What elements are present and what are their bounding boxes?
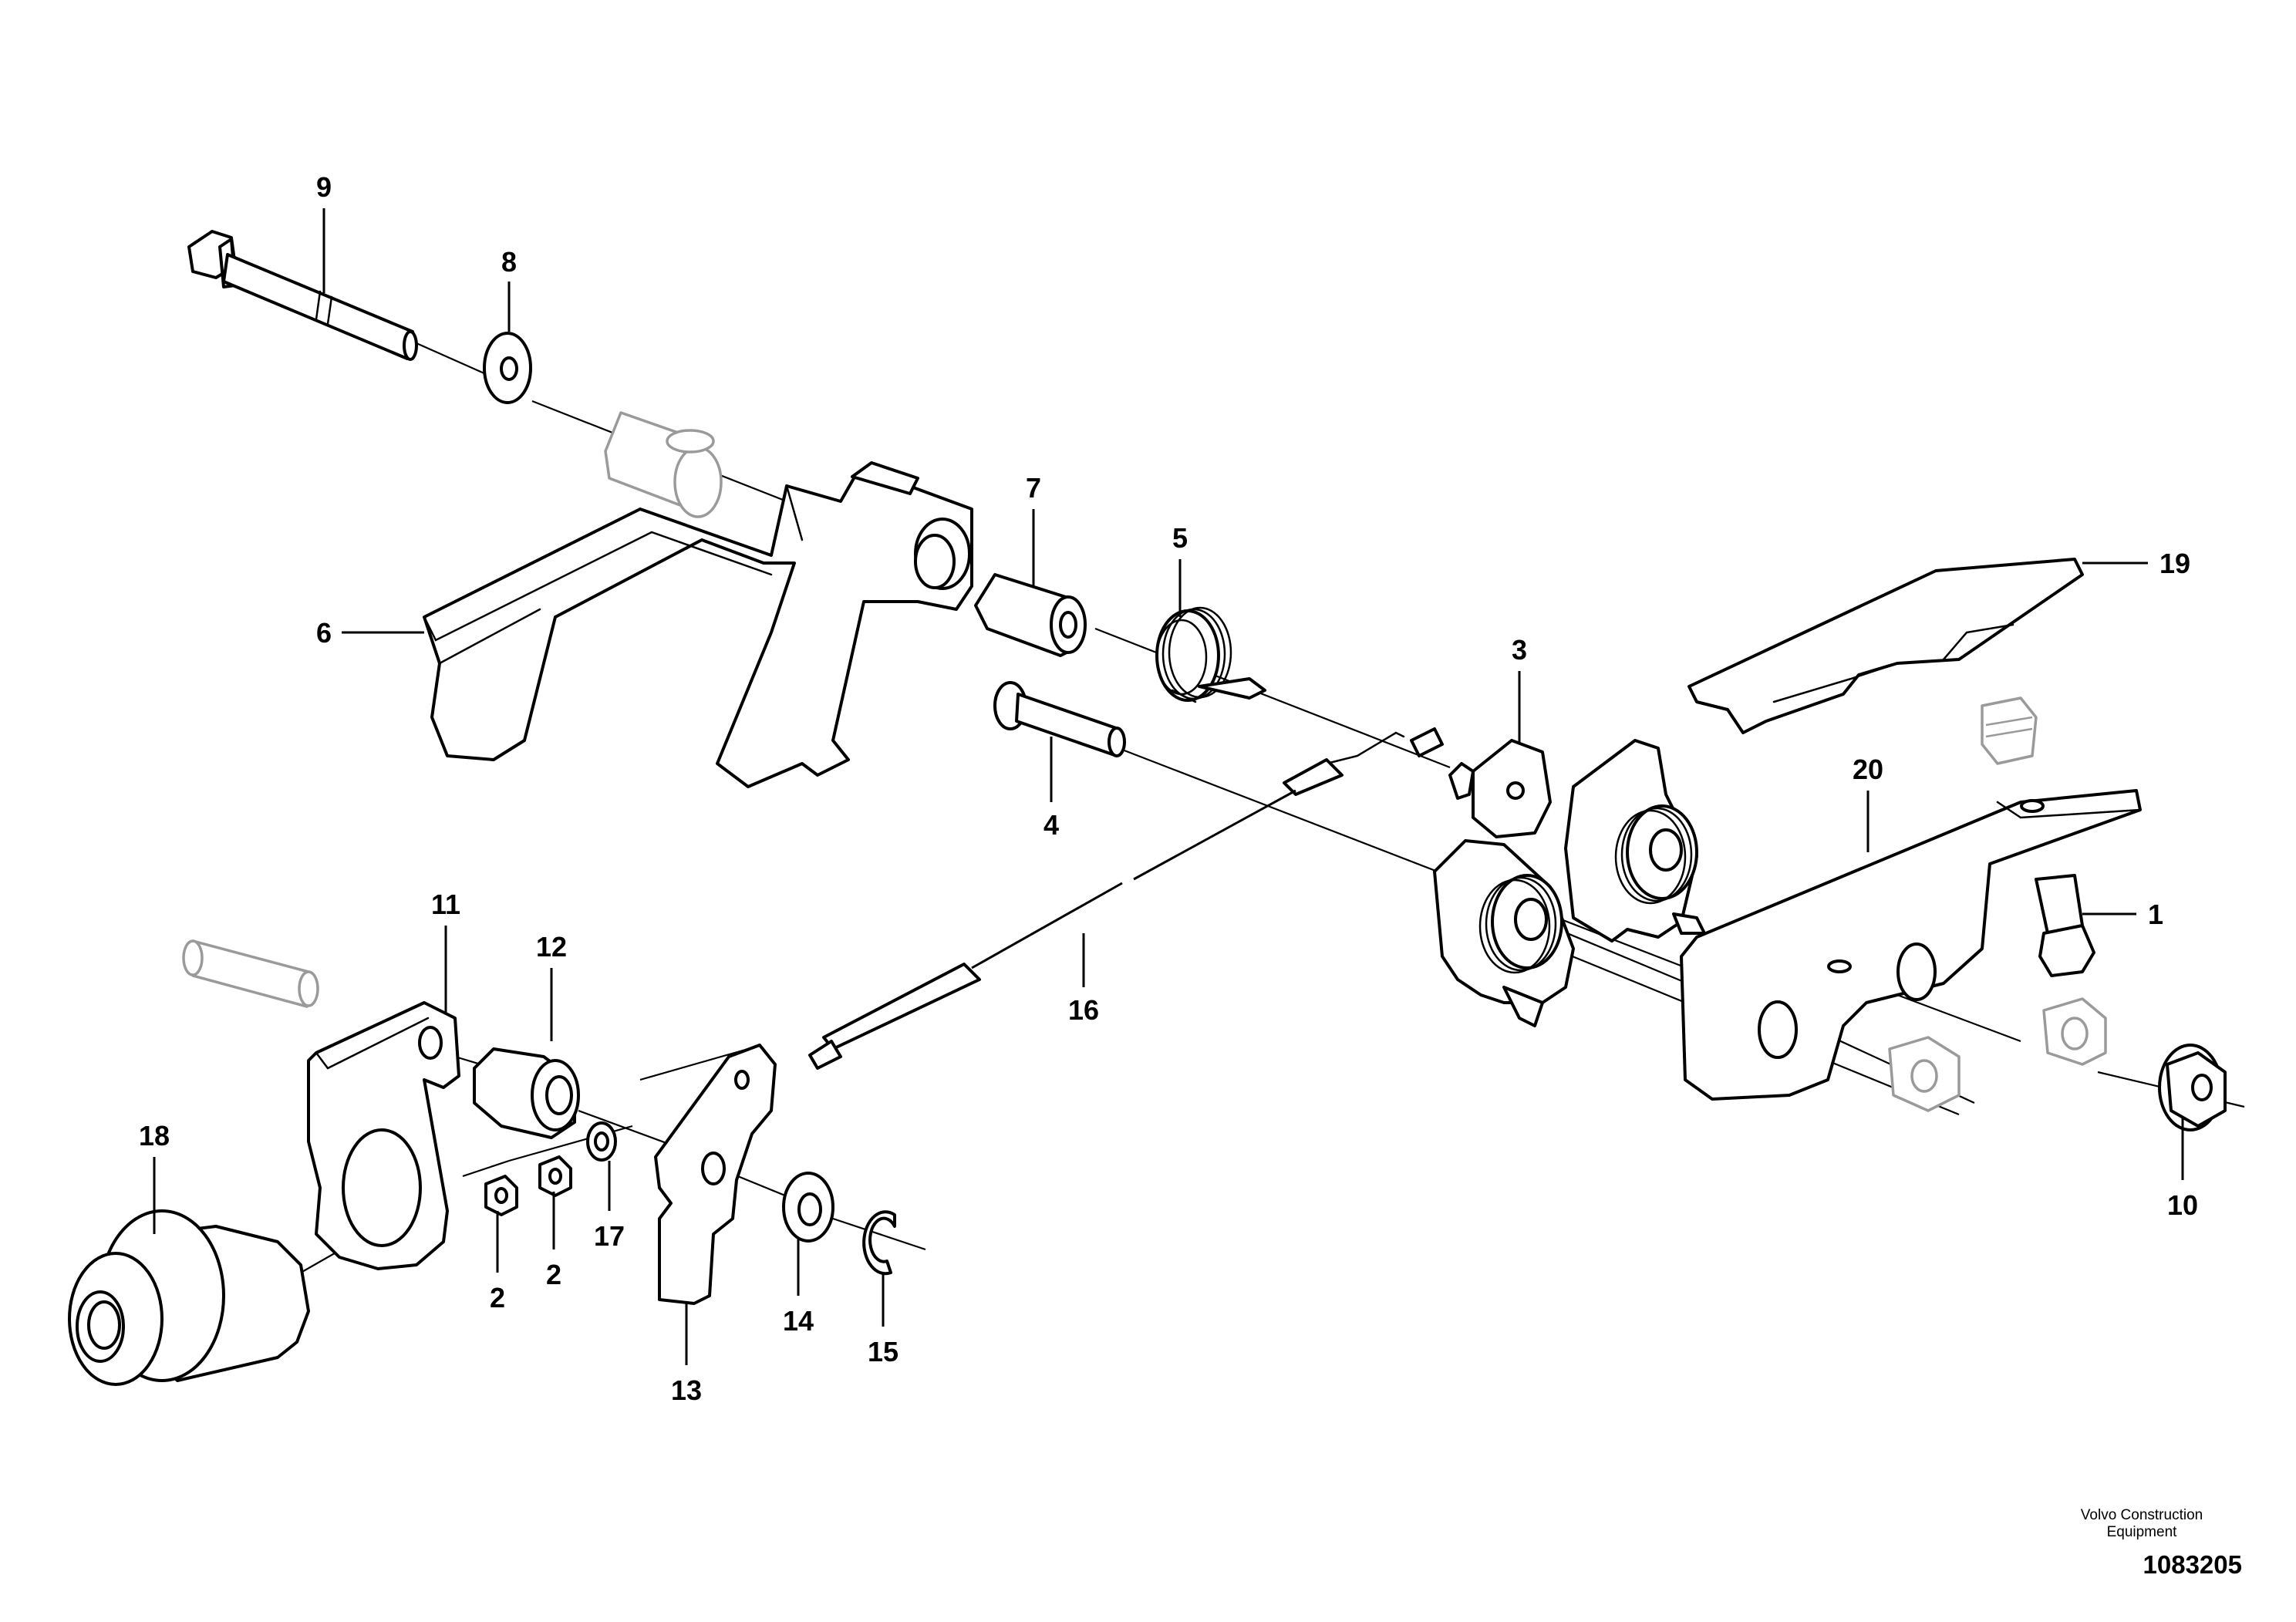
part-washer-small bbox=[586, 1121, 617, 1162]
part-washer-large bbox=[782, 1172, 834, 1243]
part-bushing bbox=[974, 573, 1087, 657]
callout-16: 16 bbox=[1068, 994, 1099, 1026]
part-nut-ghost-right bbox=[2042, 997, 2107, 1066]
callout-20: 20 bbox=[1853, 754, 1883, 785]
part-bolt bbox=[187, 230, 418, 361]
callout-17: 17 bbox=[594, 1220, 625, 1252]
part-bushing-small bbox=[473, 1047, 580, 1139]
part-pedal-lever bbox=[423, 461, 973, 788]
callout-18: 18 bbox=[139, 1120, 170, 1152]
callout-10: 10 bbox=[2167, 1189, 2198, 1221]
callout-13: 13 bbox=[671, 1374, 702, 1406]
callout-11: 11 bbox=[431, 889, 460, 920]
leader-lines bbox=[153, 208, 2184, 1365]
part-torsion-spring bbox=[1155, 606, 1266, 703]
callout-5: 5 bbox=[1172, 522, 1188, 554]
part-bracket bbox=[1680, 789, 2142, 1101]
callout-2-left: 2 bbox=[490, 1282, 505, 1313]
part-cable bbox=[808, 727, 1444, 1070]
callout-12: 12 bbox=[536, 931, 567, 963]
callout-3: 3 bbox=[1512, 634, 1527, 666]
callout-9: 9 bbox=[316, 171, 332, 203]
drawing-footer: Volvo Construction Equipment 1083205 bbox=[2041, 1507, 2242, 1580]
callout-2-right: 2 bbox=[546, 1259, 561, 1290]
brand-line-1: Volvo Construction bbox=[2080, 1507, 2203, 1523]
brand-line-2: Equipment bbox=[2106, 1524, 2177, 1540]
part-nut-a bbox=[484, 1175, 518, 1216]
part-nut-ghost-left bbox=[1888, 1036, 1961, 1112]
part-stud-ghost bbox=[182, 939, 319, 1008]
callout-7: 7 bbox=[1026, 472, 1041, 504]
part-nut-b bbox=[538, 1155, 572, 1197]
callout-labels: 9 8 7 5 6 4 3 19 20 1 10 16 11 12 18 2 2… bbox=[139, 171, 2198, 1406]
part-pedal-pad bbox=[1687, 558, 2084, 734]
part-pin bbox=[993, 681, 1126, 757]
callout-1: 1 bbox=[2148, 899, 2163, 930]
brand-name: Volvo Construction Equipment bbox=[2041, 1507, 2242, 1541]
part-socket bbox=[68, 1209, 310, 1386]
part-mounting-bracket bbox=[307, 1001, 460, 1270]
part-small-bolt bbox=[2035, 874, 2095, 977]
part-washer bbox=[483, 332, 532, 404]
callout-4: 4 bbox=[1043, 809, 1059, 841]
callout-15: 15 bbox=[868, 1336, 899, 1367]
callout-6: 6 bbox=[316, 617, 332, 649]
part-flange-nut bbox=[2158, 1044, 2227, 1131]
part-bushing-ghost bbox=[604, 411, 723, 518]
part-adjuster-ghost bbox=[1981, 696, 2038, 765]
part-latch-mechanism bbox=[1433, 739, 1706, 1027]
part-lever-arm bbox=[654, 1044, 777, 1305]
callout-8: 8 bbox=[501, 246, 517, 278]
callout-14: 14 bbox=[783, 1305, 814, 1337]
callout-19: 19 bbox=[2159, 548, 2190, 579]
part-e-clip bbox=[862, 1210, 896, 1276]
drawing-number: 1083205 bbox=[2143, 1550, 2242, 1579]
